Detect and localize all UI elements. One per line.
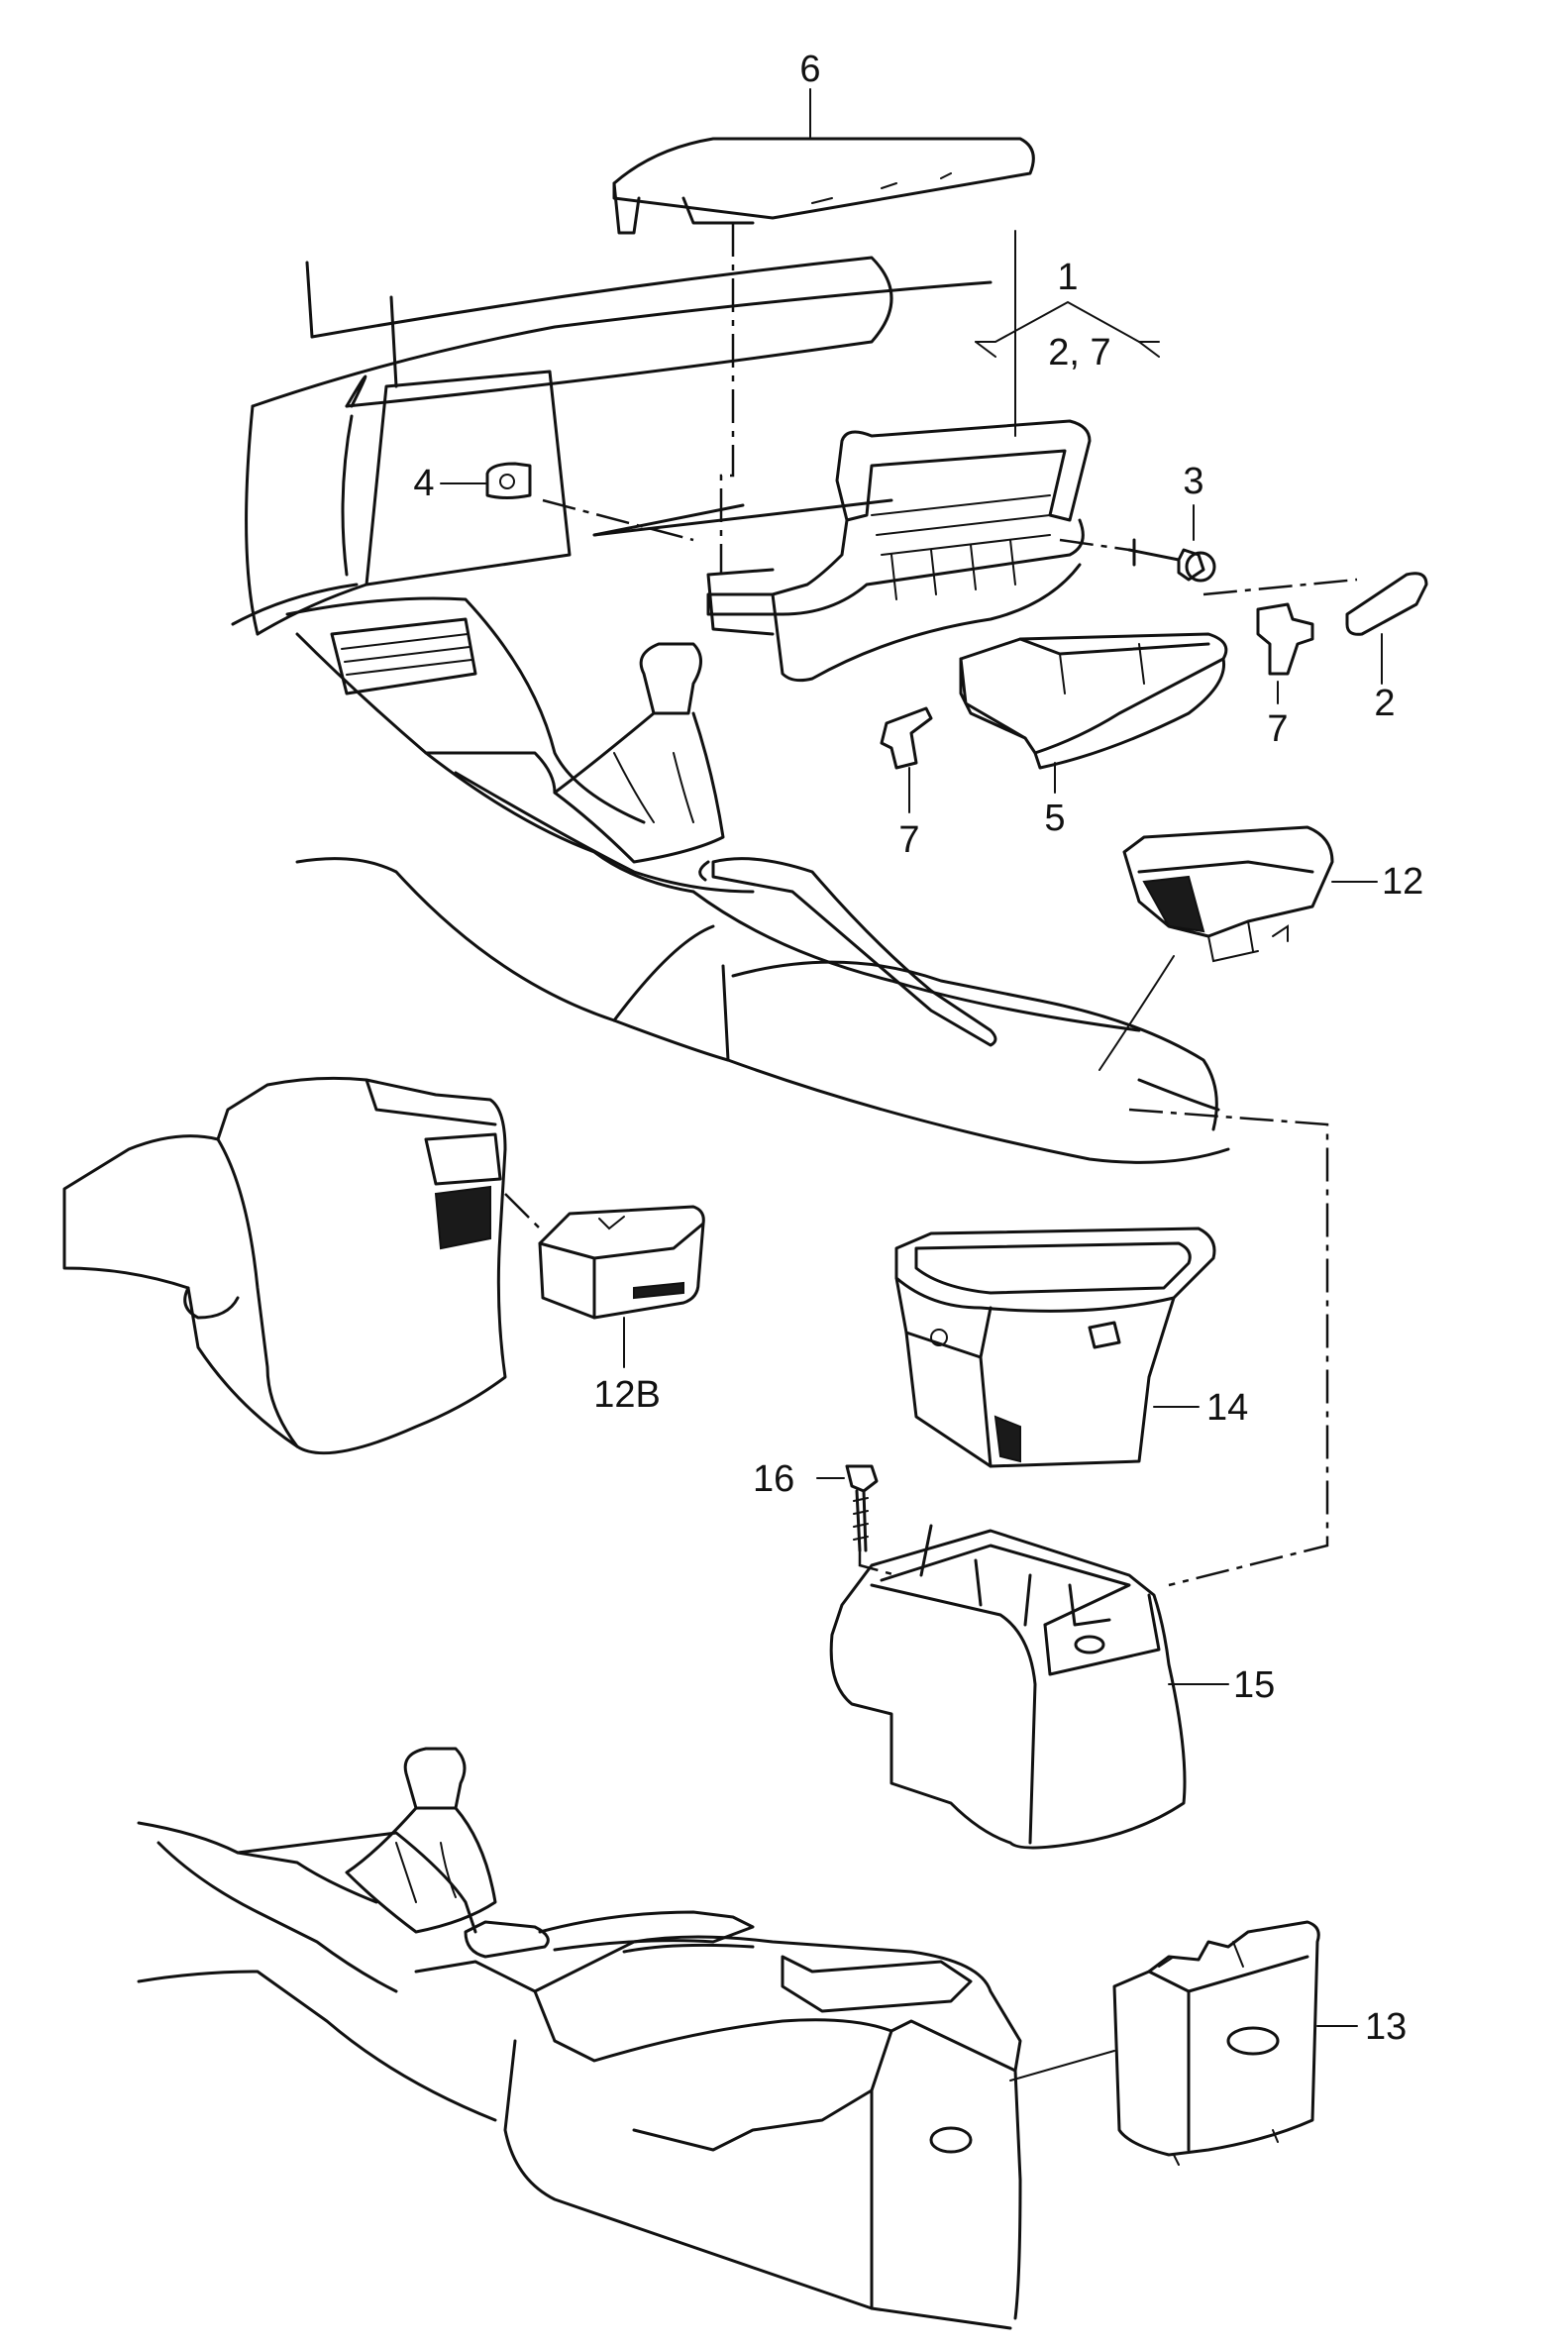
callout-1: 1 (1057, 257, 1078, 298)
ashtray-12 (1122, 825, 1334, 963)
shift-knob-upper (553, 642, 725, 864)
storage-tray-13 (1112, 1920, 1320, 2166)
callout-12b: 12B (593, 1374, 661, 1416)
shift-knob-lower (345, 1747, 497, 1934)
callout-1-sub: 2, 7 (1048, 332, 1110, 374)
insert-2 (1345, 572, 1428, 636)
handbrake-lower (464, 1910, 755, 1959)
callout-4: 4 (413, 463, 434, 504)
armrest-left (62, 1076, 507, 1455)
armrest-lid-14 (894, 1227, 1216, 1468)
handbrake-upper (698, 857, 997, 1047)
dashboard-outline (231, 256, 993, 636)
callout-14: 14 (1206, 1387, 1248, 1429)
callout-15: 15 (1233, 1664, 1275, 1706)
callout-3: 3 (1183, 461, 1203, 502)
center-tunnel (285, 596, 1230, 1164)
callout-labels: 6 1 2, 7 3 4 2 7 5 7 12 12B 14 16 15 13 (413, 49, 1423, 2048)
ashtray-12b (538, 1205, 705, 1320)
armrest-base-15 (829, 1524, 1187, 1850)
bracket-7-left (880, 706, 933, 770)
callout-12: 12 (1382, 861, 1423, 903)
callout-7-left: 7 (898, 819, 919, 861)
glovebox-frame-1 (706, 419, 1092, 683)
callout-5: 5 (1044, 798, 1065, 839)
lower-console (137, 1821, 1022, 2330)
callout-7-right: 7 (1267, 708, 1288, 750)
clip-4 (485, 462, 532, 499)
dashed-connector-lines (504, 223, 1358, 1587)
leader-lines (440, 88, 1383, 2082)
callout-16: 16 (753, 1458, 794, 1500)
callout-13: 13 (1365, 2006, 1407, 2048)
screw-16 (845, 1464, 879, 1552)
callout-2: 2 (1374, 683, 1395, 724)
cover-panel-6 (612, 137, 1035, 235)
screw-3 (1127, 538, 1216, 583)
callout-6: 6 (799, 49, 820, 90)
storage-box-5 (959, 632, 1228, 770)
bracket-7-right (1256, 602, 1314, 676)
